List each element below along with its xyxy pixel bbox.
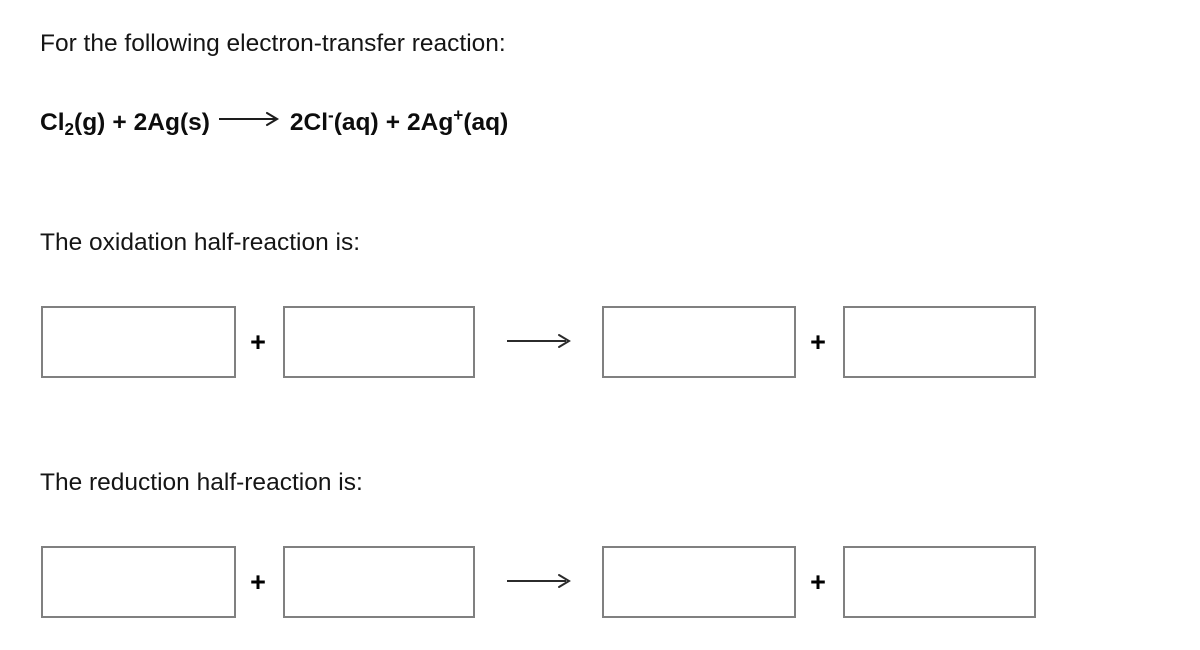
product-1-state: (aq): [333, 109, 379, 136]
reduction-reaction-arrow-icon: [506, 572, 574, 590]
oxidation-answer-box-2[interactable]: [283, 306, 475, 378]
product-2-formula: 2Ag: [407, 109, 454, 136]
equation-reactant-1: Cl2(g): [40, 109, 106, 139]
oxidation-reaction-arrow-icon: [506, 332, 574, 350]
oxidation-answer-box-1[interactable]: [41, 306, 236, 378]
reduction-plus-sign-2: +: [810, 566, 826, 597]
reduction-answer-row: + +: [0, 546, 1200, 620]
reactant-1-formula: Cl: [40, 109, 65, 136]
oxidation-answer-row: + +: [0, 306, 1200, 380]
question-intro-text: For the following electron-transfer reac…: [40, 30, 506, 57]
reduction-answer-box-3[interactable]: [602, 546, 796, 618]
oxidation-prompt-text: The oxidation half-reaction is:: [40, 229, 361, 256]
reduction-answer-box-1[interactable]: [41, 546, 236, 618]
reduction-prompt-text: The reduction half-reaction is:: [40, 469, 363, 496]
oxidation-answer-box-4[interactable]: [843, 306, 1036, 378]
oxidation-plus-sign-2: +: [810, 326, 826, 357]
reactant-2-state: (s): [179, 109, 210, 136]
reactant-1-state: (g): [74, 109, 106, 136]
chemical-equation: Cl2(g) + 2Ag(s) 2Cl-(aq) + 2Ag+(aq): [40, 106, 509, 139]
equation-plus-2: +: [385, 109, 400, 136]
reduction-answer-box-4[interactable]: [843, 546, 1036, 618]
equation-product-1: 2Cl-(aq): [289, 106, 379, 137]
product-1-charge: -: [328, 105, 334, 126]
reactant-2-formula: 2Ag: [133, 109, 180, 136]
equation-reaction-arrow-icon: [218, 111, 281, 127]
reduction-plus-sign-1: +: [250, 566, 266, 597]
oxidation-answer-box-3[interactable]: [602, 306, 796, 378]
product-2-state: (aq): [463, 109, 509, 136]
product-2-charge: +: [453, 105, 464, 126]
reduction-answer-box-2[interactable]: [283, 546, 475, 618]
equation-reactant-2: 2Ag(s): [134, 109, 210, 137]
oxidation-plus-sign-1: +: [250, 326, 266, 357]
product-1-formula: 2Cl: [289, 109, 329, 136]
equation-product-2: 2Ag+(aq): [407, 106, 509, 137]
equation-plus-1: +: [112, 109, 127, 136]
reactant-1-subscript: 2: [64, 118, 75, 139]
